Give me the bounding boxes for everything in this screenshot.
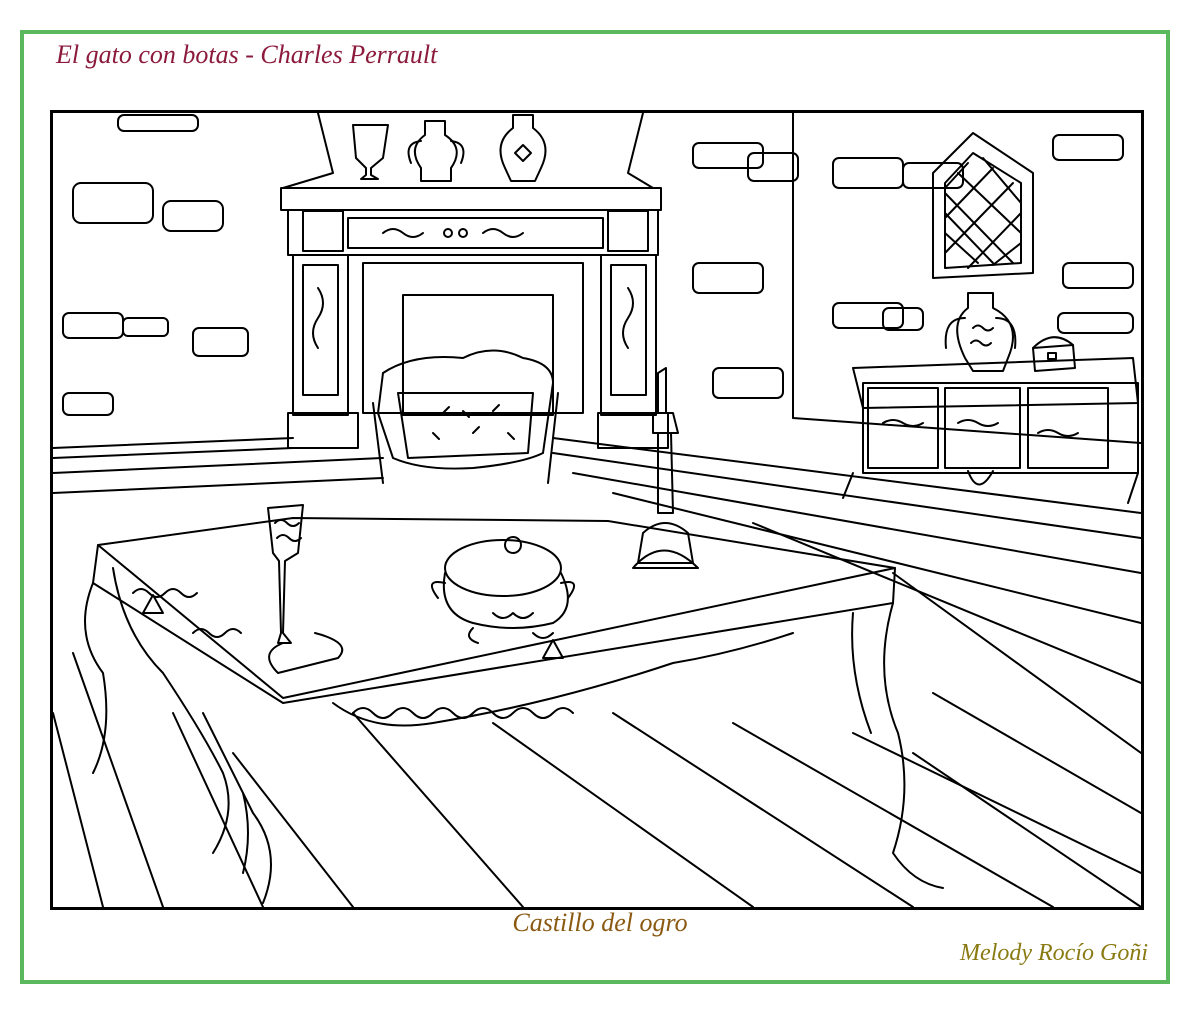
author-credit: Melody Rocío Goñi (960, 940, 1148, 966)
sideboard-vase (944, 292, 1017, 372)
tureen (430, 536, 576, 644)
page-border (20, 30, 1170, 984)
story-title: El gato con botas - Charles Perrault (56, 40, 438, 69)
wall-corner (792, 113, 1141, 444)
candlestick-right (632, 367, 699, 569)
mantel-vases (352, 114, 547, 182)
sideboard (842, 357, 1139, 504)
ornate-table (84, 517, 944, 904)
armchair (372, 349, 559, 484)
table-candlestick (267, 504, 344, 674)
fireplace (280, 113, 669, 449)
illustration-caption: Castillo del ogro (512, 908, 688, 937)
wall-bricks (62, 114, 1134, 416)
lattice-window (932, 132, 1034, 279)
coloring-illustration (50, 110, 1144, 910)
wooden-floor (53, 437, 1141, 907)
jewelry-box (1032, 336, 1076, 372)
